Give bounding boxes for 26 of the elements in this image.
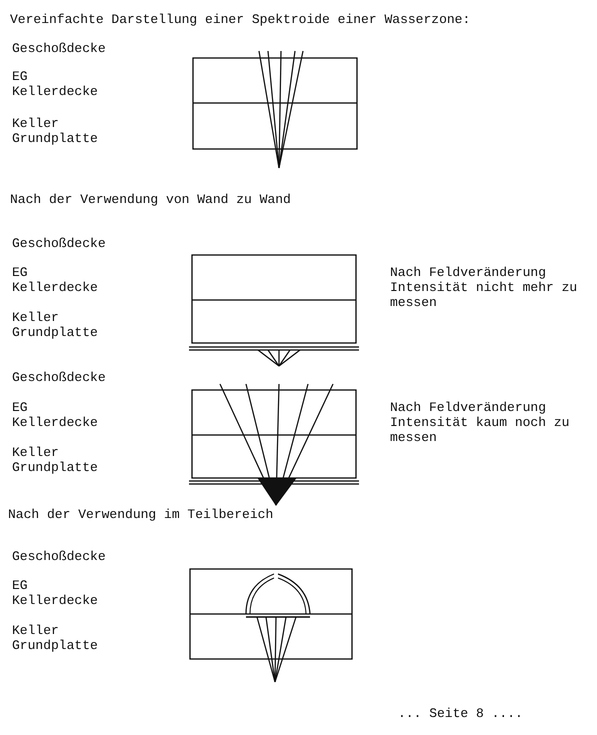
level-label: EG — [12, 69, 28, 84]
title: Vereinfachte Darstellung einer Spektroide einer Wasserzone: — [10, 12, 470, 27]
level-label: Geschoßdecke — [12, 41, 106, 56]
level-label: Keller — [12, 310, 59, 325]
level-label: Grundplatte — [12, 638, 98, 653]
section-heading: Nach der Verwendung im Teilbereich — [8, 507, 274, 522]
level-label: Grundplatte — [12, 131, 98, 146]
level-label: Kellerdecke — [12, 593, 98, 608]
note-text: Nach Feldveränderung Intensität kaum noch zu messen — [390, 400, 570, 445]
level-label: Geschoßdecke — [12, 549, 106, 564]
level-label: Grundplatte — [12, 325, 98, 340]
level-label: EG — [12, 400, 28, 415]
level-label: Keller — [12, 116, 59, 131]
page-number: ... Seite 8 .... — [398, 706, 523, 721]
level-label: Kellerdecke — [12, 415, 98, 430]
note-text: Nach Feldveränderung Intensität nicht mehr zu messen — [390, 265, 578, 310]
level-label: Geschoßdecke — [12, 370, 106, 385]
level-label: Kellerdecke — [12, 280, 98, 295]
level-label: EG — [12, 578, 28, 593]
level-label: Grundplatte — [12, 460, 98, 475]
level-label: Geschoßdecke — [12, 236, 106, 251]
level-label: Kellerdecke — [12, 84, 98, 99]
section-heading: Nach der Verwendung von Wand zu Wand — [10, 192, 292, 207]
level-label: EG — [12, 265, 28, 280]
level-label: Keller — [12, 623, 59, 638]
level-label: Keller — [12, 445, 59, 460]
